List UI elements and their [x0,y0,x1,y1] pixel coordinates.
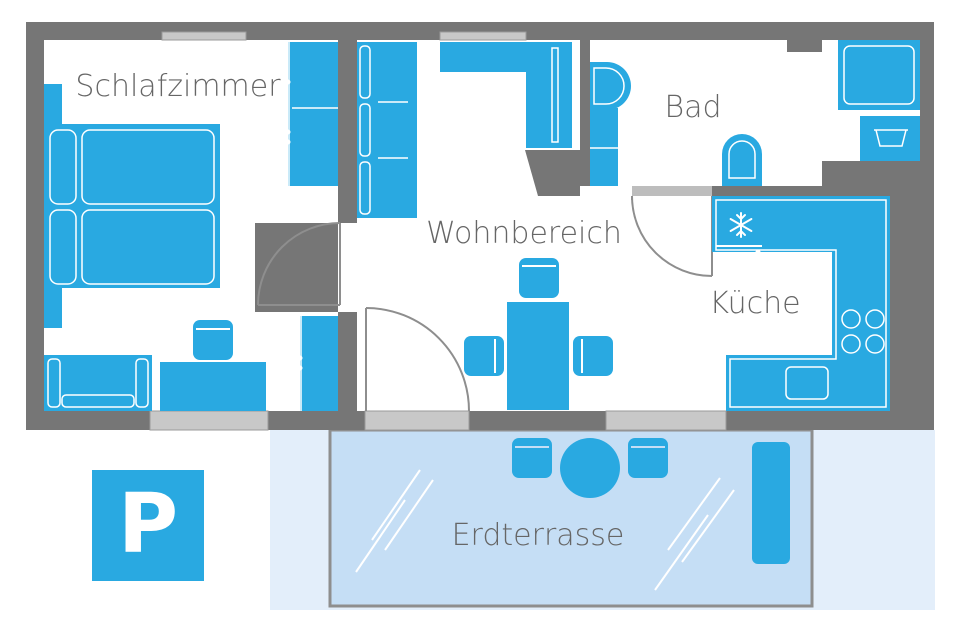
door-bedroom [257,222,341,306]
terrace-chair-right [628,438,668,478]
room-label-kitchen: Küche [709,286,800,321]
glass-reflection-left [355,469,434,573]
desk [160,362,266,411]
terrace-table [560,438,620,498]
sink-kitchen [785,366,829,400]
bath-cabinet [590,108,618,186]
washbasin [860,116,920,161]
bath-floor [590,40,920,186]
double-bed [44,124,220,288]
shower-icon [590,62,631,110]
nightstand-top [44,84,62,124]
wardrobe-living [357,42,417,218]
room-label-terrace: Erdterrasse [452,518,625,553]
parking-label: P [118,477,178,572]
sideboard [440,42,526,72]
snowflake-icon [729,212,753,238]
door-entrance [365,307,470,412]
room-label-bath: Bad [664,90,721,125]
room-label-living: Wohnbereich [426,216,622,251]
terrace-chair-left [512,438,552,478]
toilet-icon [722,134,762,186]
parking-sign [92,470,204,581]
bedroom-door-opening [338,223,357,312]
kitchen-counter-bottom [726,355,890,411]
terrace-lounger [752,442,790,564]
tv-screen [551,47,559,143]
sink-icon [875,129,907,147]
dining-table [507,302,569,410]
bath-threshold [632,186,712,196]
bathtub [838,40,920,110]
nightstand-bottom [44,288,62,328]
living-wall-diagonal [525,150,580,196]
windows [149,31,727,431]
wardrobe-bedroom [288,42,338,186]
dining-chair-left [464,336,504,376]
living-floor [357,40,890,411]
right-wall [890,196,934,430]
dining-chair-right [573,336,613,376]
tv-unit [526,42,572,148]
desk-chair [193,320,233,360]
glass-reflection-right [654,477,735,591]
room-label-bedroom: Schlafzimmer [75,69,281,104]
dining-chair-top [519,258,559,298]
stove-icon [841,309,885,354]
shelf-bedroom [300,316,338,411]
bed-pillows [49,129,215,285]
